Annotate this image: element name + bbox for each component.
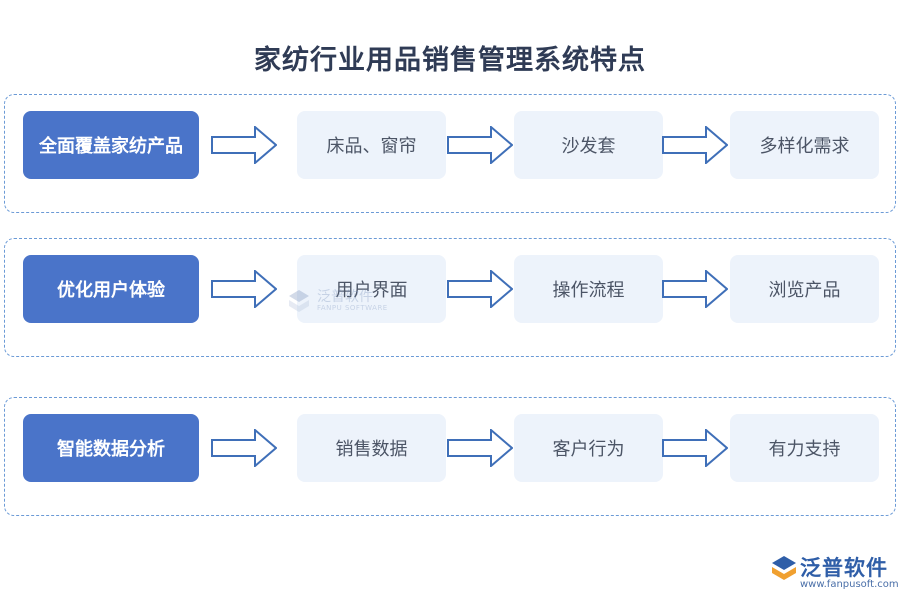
brand-logo: 泛普软件 www.fanpusoft.com: [770, 552, 899, 594]
feature-item: 操作流程: [514, 255, 663, 323]
brand-logo-icon: [772, 556, 796, 580]
watermark: 泛普软件 FANPU SOFTWARE: [287, 286, 407, 318]
right-arrow-icon: [662, 429, 728, 467]
feature-item: 有力支持: [730, 414, 879, 482]
feature-row-product-coverage: 全面覆盖家纺产品 床品、窗帘 沙发套 多样化需求: [4, 94, 896, 213]
row-header: 全面覆盖家纺产品: [23, 111, 199, 179]
feature-row-data-analysis: 智能数据分析 销售数据 客户行为 有力支持: [4, 397, 896, 516]
right-arrow-icon: [211, 270, 277, 308]
feature-item: 用户界面: [297, 255, 446, 323]
feature-row-user-experience: 优化用户体验 用户界面 操作流程 浏览产品: [4, 238, 896, 357]
right-arrow-icon: [211, 429, 277, 467]
feature-item: 多样化需求: [730, 111, 879, 179]
feature-item: 客户行为: [514, 414, 663, 482]
right-arrow-icon: [662, 126, 728, 164]
feature-item: 销售数据: [297, 414, 446, 482]
right-arrow-icon: [447, 429, 513, 467]
watermark-sub: FANPU SOFTWARE: [317, 304, 388, 312]
right-arrow-icon: [662, 270, 728, 308]
right-arrow-icon: [211, 126, 277, 164]
watermark-logo-icon: [289, 290, 309, 312]
brand-name: 泛普软件: [800, 556, 888, 580]
right-arrow-icon: [447, 270, 513, 308]
row-header: 优化用户体验: [23, 255, 199, 323]
watermark-name: 泛普软件: [317, 289, 373, 305]
page-title: 家纺行业用品销售管理系统特点: [254, 45, 646, 76]
row-header: 智能数据分析: [23, 414, 199, 482]
brand-url[interactable]: www.fanpusoft.com: [800, 579, 899, 590]
feature-item: 床品、窗帘: [297, 111, 446, 179]
feature-item: 浏览产品: [730, 255, 879, 323]
right-arrow-icon: [447, 126, 513, 164]
feature-item: 沙发套: [514, 111, 663, 179]
